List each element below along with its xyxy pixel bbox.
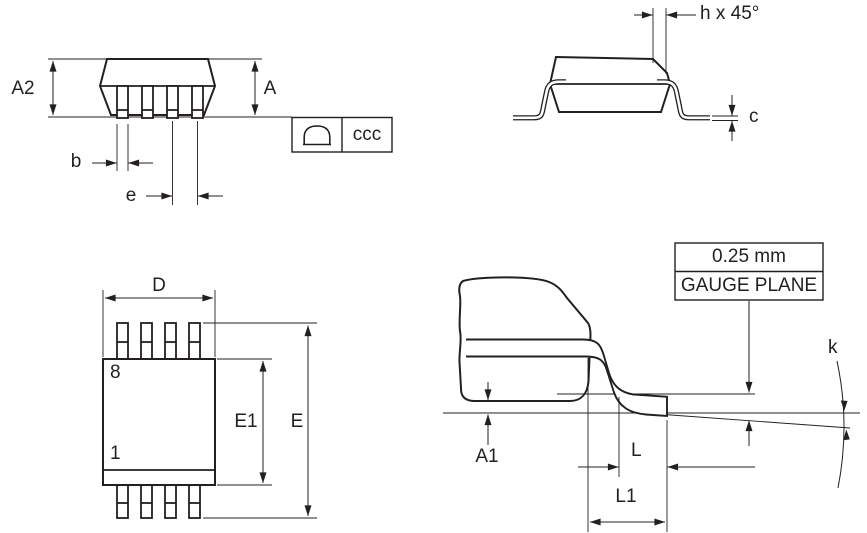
dim-label-L: L [631, 440, 642, 461]
end-view [513, 8, 738, 141]
gauge-offset-label: 0.25 mm [712, 246, 786, 267]
pin-number-1: 1 [110, 443, 121, 464]
dim-k-arrow-bottom [843, 429, 850, 441]
top-view [102, 290, 317, 519]
dim-label-e: e [125, 185, 137, 206]
gullwing-lead-left [513, 79, 566, 121]
gauge-plane-label: GAUGE PLANE [680, 275, 818, 296]
package-body [102, 358, 216, 486]
flatness-callout-frame [291, 116, 393, 153]
dim-k-arrow-top [840, 400, 848, 411]
pin-number-8: 8 [110, 362, 121, 383]
dim-label-A2: A2 [11, 78, 35, 99]
side-view [48, 58, 393, 205]
leads-bottom-row [116, 484, 201, 519]
dim-label-E: E [290, 411, 304, 432]
flatness-symbol-icon [303, 125, 331, 146]
dim-label-h45: h x 45° [700, 3, 760, 24]
lead [140, 322, 153, 360]
lead [116, 85, 129, 119]
lead [164, 484, 177, 519]
dim-label-D: D [152, 275, 166, 296]
lead [141, 85, 154, 119]
leads-top-row [116, 322, 201, 360]
foot-angle-line [663, 414, 851, 429]
dim-label-k: k [828, 337, 838, 358]
gullwing-lead-right [657, 79, 710, 121]
gullwing-lead-detail [466, 338, 668, 418]
lead [188, 322, 201, 360]
lead [116, 322, 129, 360]
dim-label-b: b [70, 151, 82, 172]
dim-label-A1: A1 [475, 446, 499, 467]
lead [166, 85, 179, 119]
lead [188, 484, 201, 519]
lead [164, 322, 177, 360]
dim-label-c: c [749, 106, 759, 127]
lead [116, 484, 129, 519]
lead [140, 484, 153, 519]
gauge-plane-box [674, 242, 824, 301]
dim-label-L1: L1 [615, 486, 637, 507]
flatness-tolerance-label: ccc [352, 124, 382, 145]
dim-label-A: A [263, 78, 277, 99]
dim-label-E1: E1 [234, 411, 258, 432]
leads [116, 85, 204, 119]
lead-detail-view [443, 242, 860, 532]
lead [191, 85, 204, 119]
dim-k-arc [836, 360, 845, 489]
